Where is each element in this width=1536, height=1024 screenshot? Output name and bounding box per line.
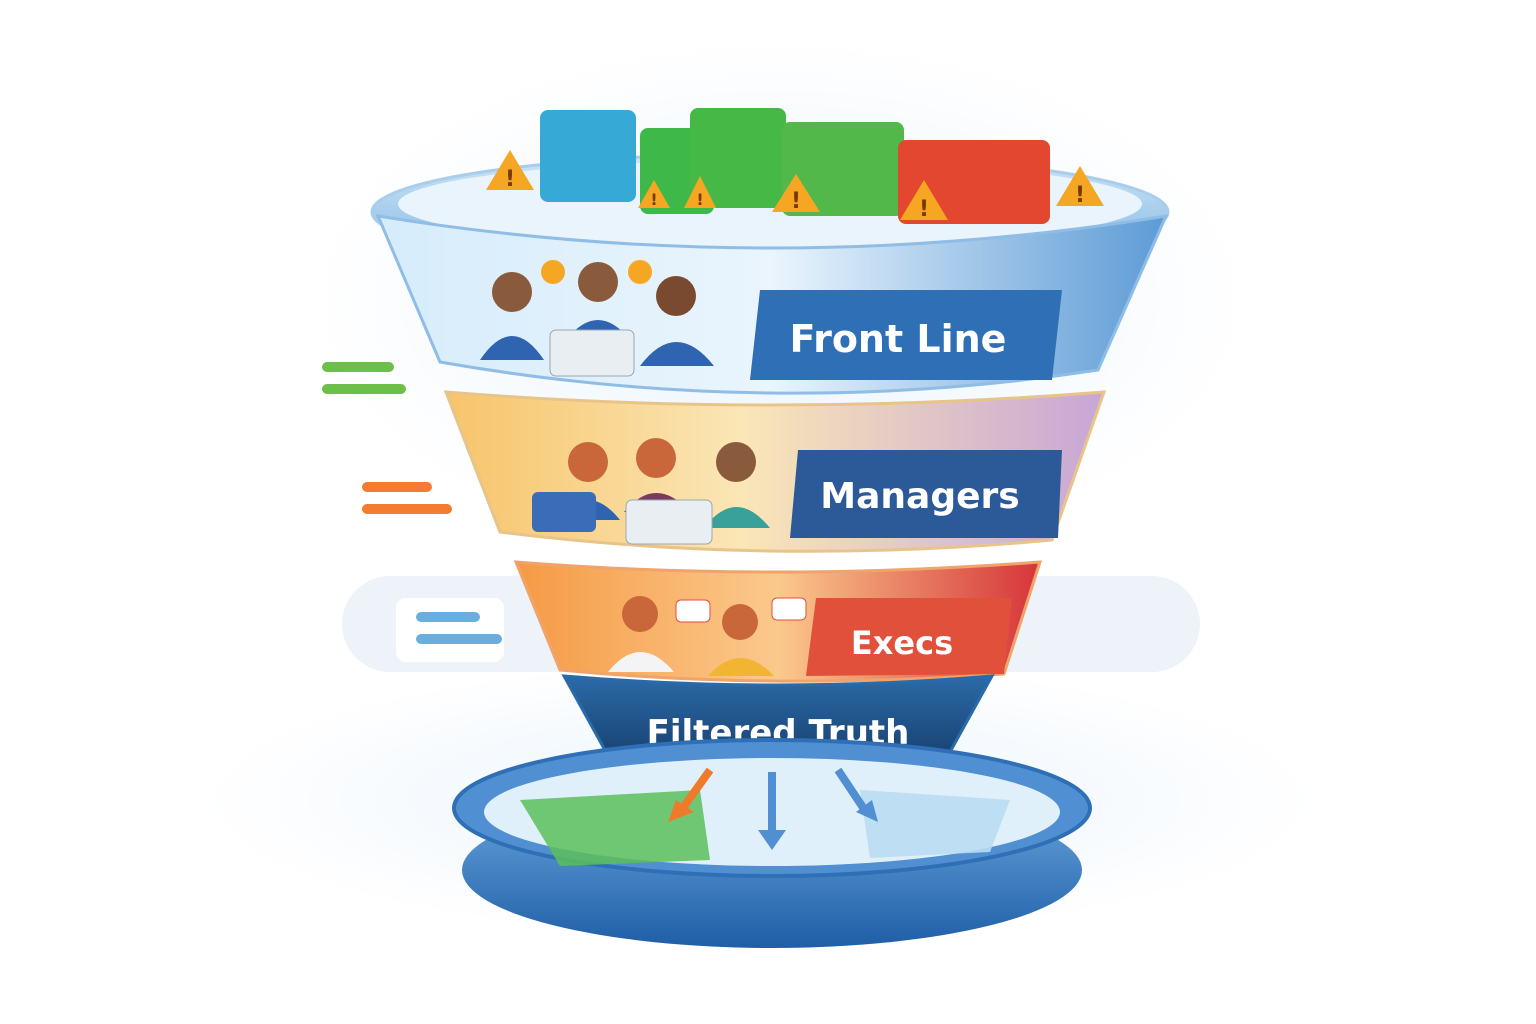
managers-label: Managers (820, 476, 1019, 517)
person-avatar (722, 604, 758, 640)
svg-text:!: ! (696, 190, 703, 209)
data-block-green-3 (782, 122, 904, 216)
person-body (608, 652, 674, 672)
bowl-data-grid (520, 790, 1010, 866)
chat-bubble-icon (771, 597, 807, 621)
execs-team (608, 596, 807, 676)
svg-text:!: ! (919, 197, 929, 222)
svg-text:!: ! (1075, 183, 1085, 208)
marker-line (416, 634, 502, 644)
person-body (704, 507, 770, 528)
person-body (708, 658, 774, 676)
marker-line (416, 612, 480, 622)
execs-label: Execs (851, 624, 953, 662)
side-markers (322, 362, 504, 662)
warning-icons: ! ! ! ! ! ! (486, 150, 1104, 222)
execs-label-banner (806, 598, 1012, 676)
arrow-blue-right (834, 767, 870, 815)
front-line-team (480, 260, 714, 377)
svg-text:!: ! (650, 190, 657, 209)
person-avatar (578, 262, 618, 302)
warning-icon: ! (638, 180, 670, 209)
message-card (396, 598, 504, 662)
person-avatar (622, 596, 658, 632)
svg-text:!: ! (791, 189, 801, 214)
arrow-blue-right-head (856, 800, 878, 822)
svg-text:!: ! (505, 167, 515, 192)
warning-icon: ! (486, 150, 534, 192)
person-avatar (716, 442, 756, 482)
managers-team (532, 438, 770, 545)
chat-bubble-icon (675, 599, 711, 623)
person-avatar (656, 276, 696, 316)
arrow-orange-head (668, 800, 694, 822)
laptop-icon (532, 492, 596, 532)
idea-bubble-icon (541, 260, 565, 284)
person-body (640, 342, 714, 366)
warning-icon: ! (900, 180, 948, 222)
managers-label-banner (790, 450, 1062, 538)
warning-icon: ! (1056, 166, 1104, 208)
arrow-blue-down-head (758, 830, 786, 850)
warning-icon: ! (684, 176, 716, 209)
person-avatar (568, 442, 608, 482)
laptop-icon (625, 499, 713, 545)
person-body (480, 336, 544, 360)
front-line-label: Front Line (790, 317, 1007, 361)
marker-line (362, 504, 452, 514)
marker-line (362, 482, 432, 492)
idea-bubble-icon (628, 260, 652, 284)
laptop-icon (549, 329, 635, 377)
person-avatar (492, 272, 532, 312)
marker-line (322, 384, 406, 394)
data-block-green-2 (690, 108, 786, 208)
blue-data-grid (860, 790, 1010, 858)
marker-line (322, 362, 394, 372)
front-line-label-banner (750, 290, 1062, 380)
warning-icon: ! (772, 174, 820, 214)
person-avatar (636, 438, 676, 478)
data-block-blue (540, 110, 636, 202)
flow-arrows (668, 767, 878, 850)
arrow-orange (676, 767, 714, 815)
green-data-grid (520, 790, 710, 866)
